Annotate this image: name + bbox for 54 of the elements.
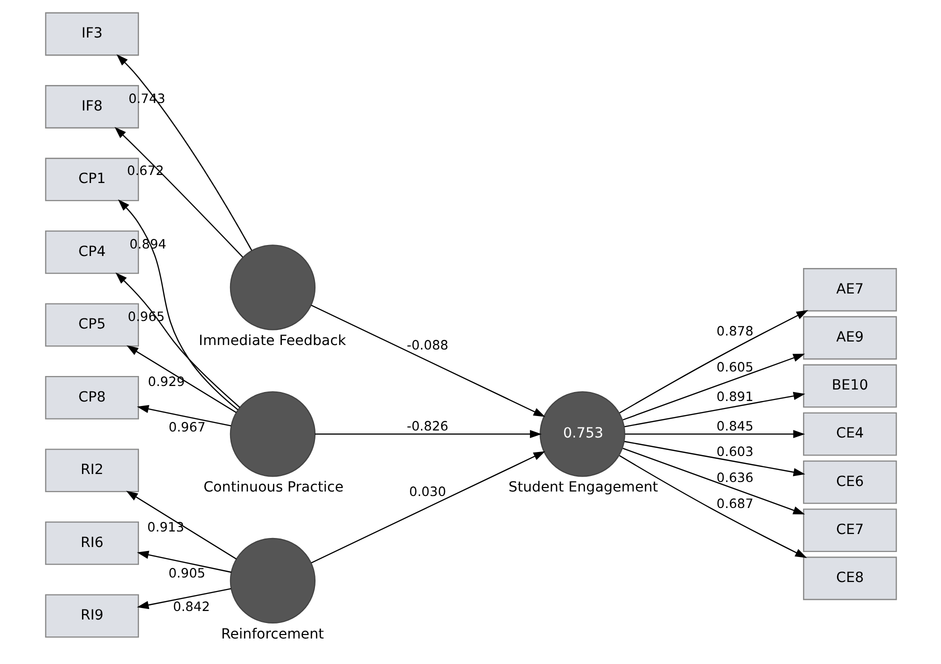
node-label: Immediate Feedback xyxy=(198,333,346,350)
arrow xyxy=(126,345,236,413)
node-box: CE7 xyxy=(802,508,896,552)
node-box: CP8 xyxy=(44,376,138,420)
edge-label: 0.603 xyxy=(716,445,753,460)
arrow xyxy=(310,304,545,417)
arrow xyxy=(622,354,804,420)
node-circle xyxy=(229,244,316,330)
edge-label: 0.878 xyxy=(716,324,753,340)
edge-label: 0.905 xyxy=(168,566,205,582)
edge-label: -0.826 xyxy=(406,419,448,434)
node-box: RI6 xyxy=(44,521,138,565)
arrow xyxy=(310,451,545,564)
node-box: CE6 xyxy=(802,460,896,504)
node-box: RI2 xyxy=(44,448,138,492)
arrow xyxy=(136,550,231,573)
arrow xyxy=(114,126,243,258)
edge-label: -0.088 xyxy=(406,338,448,354)
node-box: CE4 xyxy=(802,412,896,456)
arrow xyxy=(115,272,240,408)
arrow xyxy=(618,310,808,414)
edge-label: 0.845 xyxy=(716,419,753,434)
node-box: RI9 xyxy=(44,594,138,638)
edge-label: 0.891 xyxy=(716,390,753,405)
node-circle: 0.753 xyxy=(539,391,625,477)
arrow xyxy=(622,448,804,514)
arrow xyxy=(624,430,804,438)
node-label: Reinforcement xyxy=(220,626,324,642)
arrow xyxy=(618,455,806,558)
node-box: AE7 xyxy=(802,268,896,312)
arrow xyxy=(116,54,252,251)
node-box: AE9 xyxy=(802,316,896,360)
arrow xyxy=(126,490,236,560)
arrow xyxy=(136,588,231,610)
arrow xyxy=(314,430,542,438)
edge-label: 0.687 xyxy=(716,496,753,512)
node-box: CE8 xyxy=(802,556,896,600)
edge-label: 0.636 xyxy=(716,470,753,486)
edge-label: 0.913 xyxy=(146,520,184,536)
node-box: IF3 xyxy=(44,12,138,56)
arrow xyxy=(136,404,231,426)
node-box: BE10 xyxy=(802,364,896,408)
edge-label: 0.967 xyxy=(168,420,206,436)
edge-label: 0.842 xyxy=(172,600,210,616)
node-circle xyxy=(229,391,316,477)
edge-label: 0.030 xyxy=(408,485,446,500)
edge-label: 0.929 xyxy=(147,374,184,390)
node-label: Student Engagement xyxy=(508,480,658,496)
arrow xyxy=(624,440,805,476)
edge-label: 0.605 xyxy=(716,360,753,376)
node-label: Continuous Practice xyxy=(202,480,344,496)
node-circle xyxy=(229,538,316,624)
arrow xyxy=(624,392,805,428)
arrow xyxy=(118,199,238,410)
